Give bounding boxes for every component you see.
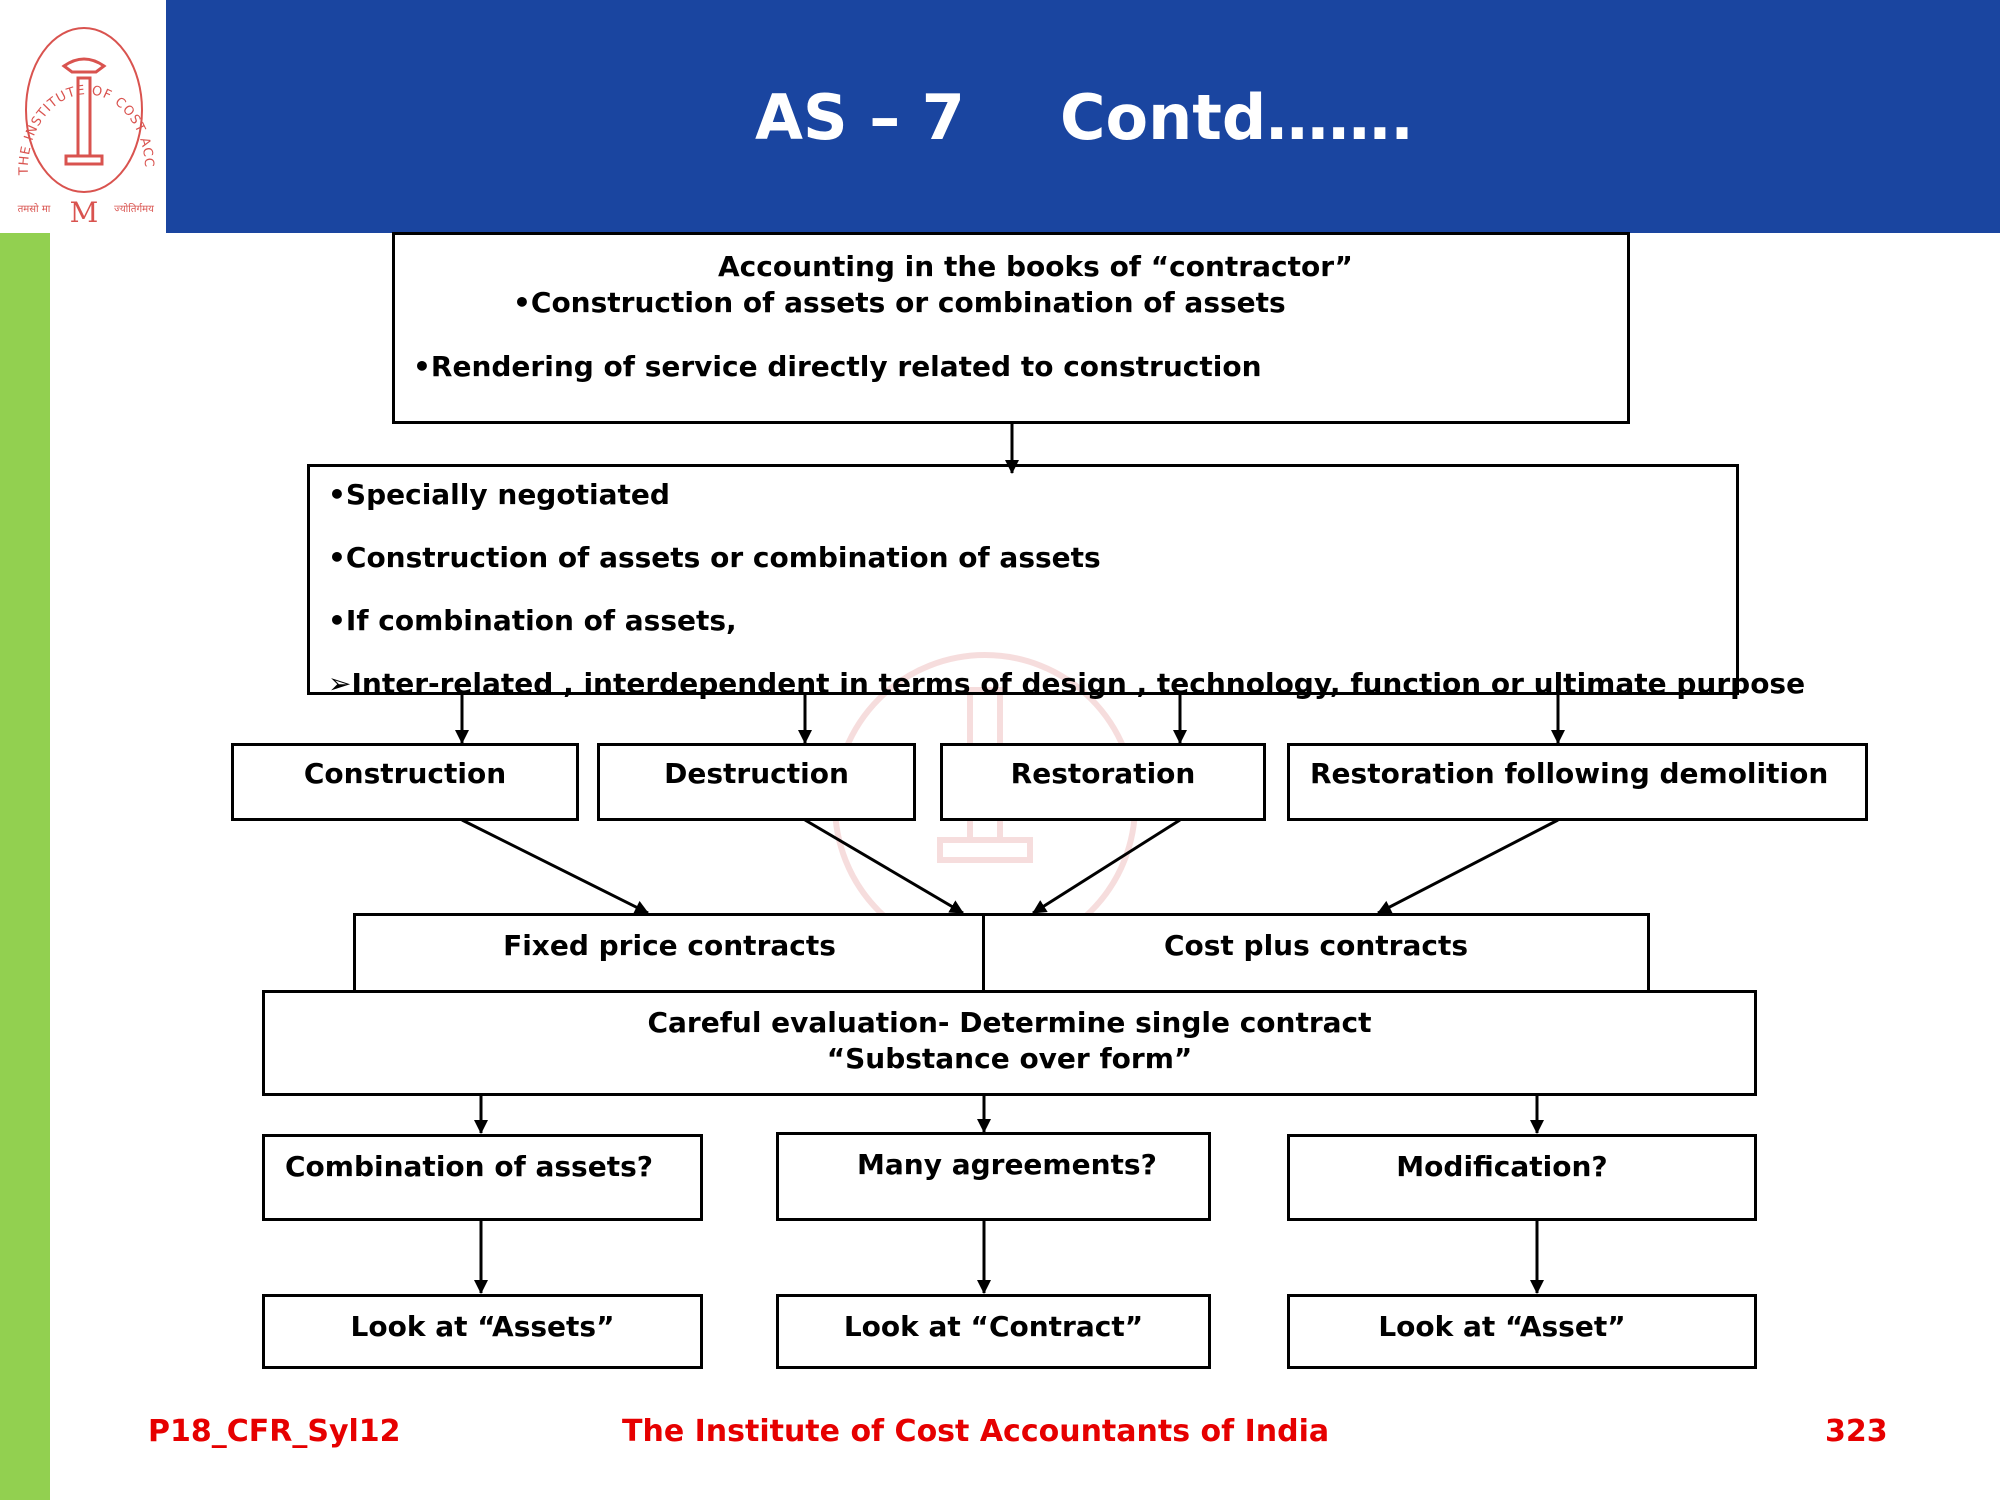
contractor-box: Accounting in the books of “contractor” … [392,232,1630,424]
slide-title-contd: Contd……. [1060,81,1414,154]
contractor-title: Accounting in the books of “contractor” [718,250,1353,283]
answer-asset-label: Look at “Asset” [1378,1310,1626,1343]
footer-institute-name: The Institute of Cost Accountants of Ind… [622,1414,1330,1449]
answer-asset-box: Look at “Asset” [1287,1294,1757,1369]
evaluation-line1: Careful evaluation- Determine single con… [647,1006,1372,1039]
slide-title: AS – 7 [755,81,965,154]
restoration-label: Restoration [1010,757,1196,790]
contractor-bullet-rendering: •Rendering of service directly related t… [413,350,1262,383]
restoration-demolition-box: Restoration following demolition [1287,743,1868,821]
logo-area: THE INSTITUTE OF COST ACCOUNTANTS OF IND… [0,0,166,233]
question-combination-box: Combination of assets? [262,1134,703,1221]
question-modification-box: Modification? [1287,1134,1757,1221]
question-combination-label: Combination of assets? [285,1150,654,1183]
footer-page-number: 323 [1825,1414,1888,1449]
question-modification-label: Modification? [1396,1150,1608,1183]
criteria-bullet-construction: •Construction of assets or combination o… [328,541,1101,574]
logo-emblem-letter: M [70,196,99,229]
restoration-box: Restoration [940,743,1266,821]
restoration-demolition-label: Restoration following demolition [1310,757,1829,790]
construction-box: Construction [231,743,579,821]
question-agreements-label: Many agreements? [857,1148,1157,1181]
evaluation-box: Careful evaluation- Determine single con… [262,990,1757,1096]
institute-logo: THE INSTITUTE OF COST ACCOUNTANTS OF IND… [0,0,155,229]
construction-label: Construction [303,757,507,790]
fixed-price-box: Fixed price contracts [353,913,986,993]
arrow-construction-to-fixed [461,818,649,915]
answer-assets-box: Look at “Assets” [262,1294,703,1369]
evaluation-line2: “Substance over form” [826,1042,1193,1075]
cost-plus-box: Cost plus contracts [982,913,1650,993]
criteria-box: •Specially negotiated •Construction of a… [307,464,1805,700]
answer-contract-box: Look at “Contract” [776,1294,1211,1369]
destruction-label: Destruction [664,757,849,790]
side-green-bar [0,233,50,1500]
contractor-bullet-construction: •Construction of assets or combination o… [513,286,1286,319]
answer-contract-label: Look at “Contract” [843,1310,1144,1343]
arrow-demolition-to-costplus [1377,818,1559,915]
footer-course-code: P18_CFR_Syl12 [148,1414,401,1449]
header-bar [166,0,2000,233]
answer-assets-label: Look at “Assets” [350,1310,615,1343]
logo-motto-right: ज्योतिर्गमय [114,203,154,215]
fixed-price-label: Fixed price contracts [503,929,836,962]
destruction-box: Destruction [597,743,916,821]
cost-plus-label: Cost plus contracts [1163,929,1469,962]
question-agreements-box: Many agreements? [776,1132,1211,1221]
criteria-bullet-negotiated: •Specially negotiated [328,478,670,511]
criteria-subbullet-interrelated: ➢Inter-related , interdependent in terms… [328,667,1806,700]
logo-motto-left: तमसो मा [18,203,51,215]
criteria-bullet-combination: •If combination of assets, [328,604,737,637]
